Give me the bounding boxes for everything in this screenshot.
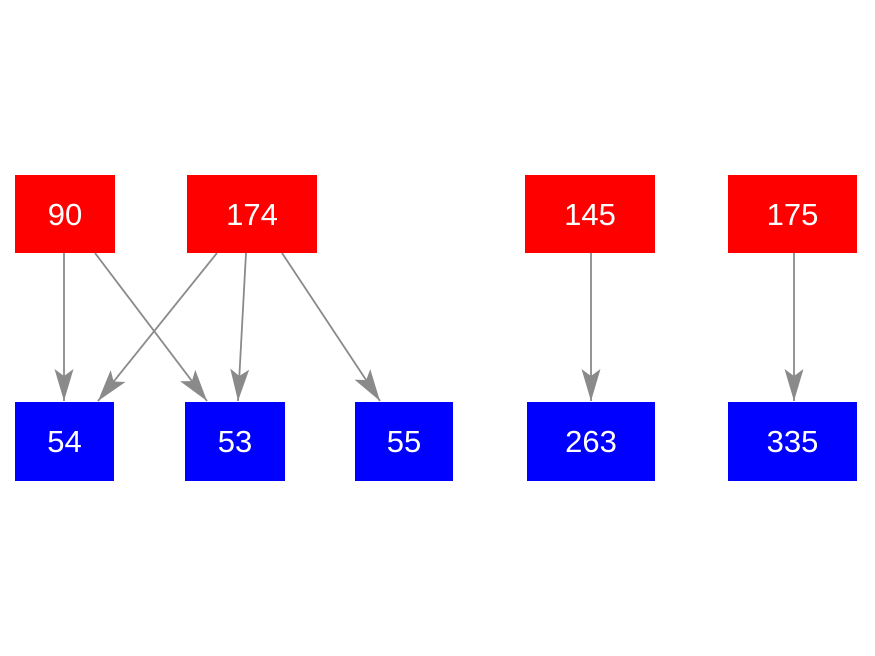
node-label: 55 xyxy=(386,424,422,459)
graph-node-55: 55 xyxy=(355,402,453,481)
graph-node-174: 174 xyxy=(187,175,317,253)
node-label: 335 xyxy=(766,424,819,459)
edge-arrow-90-to-53 xyxy=(94,252,208,402)
edge-arrow-174-to-54 xyxy=(97,252,218,402)
graph-node-263: 263 xyxy=(527,402,655,481)
node-label: 175 xyxy=(766,196,819,232)
graph-node-54: 54 xyxy=(15,402,114,481)
edge-arrow-174-to-53 xyxy=(230,252,250,402)
graph-node-90: 90 xyxy=(15,175,115,253)
graph-node-53: 53 xyxy=(185,402,285,481)
graph-node-335: 335 xyxy=(728,402,857,481)
graph-node-145: 145 xyxy=(525,175,655,253)
node-label: 90 xyxy=(47,196,83,232)
edge-arrow-174-to-55 xyxy=(281,252,381,402)
node-label: 54 xyxy=(47,424,82,459)
node-label: 53 xyxy=(217,424,253,459)
node-label: 145 xyxy=(564,196,616,232)
edge-group xyxy=(54,252,804,402)
node-label: 263 xyxy=(565,424,617,459)
graph-node-175: 175 xyxy=(728,175,857,253)
node-label: 174 xyxy=(226,196,278,232)
